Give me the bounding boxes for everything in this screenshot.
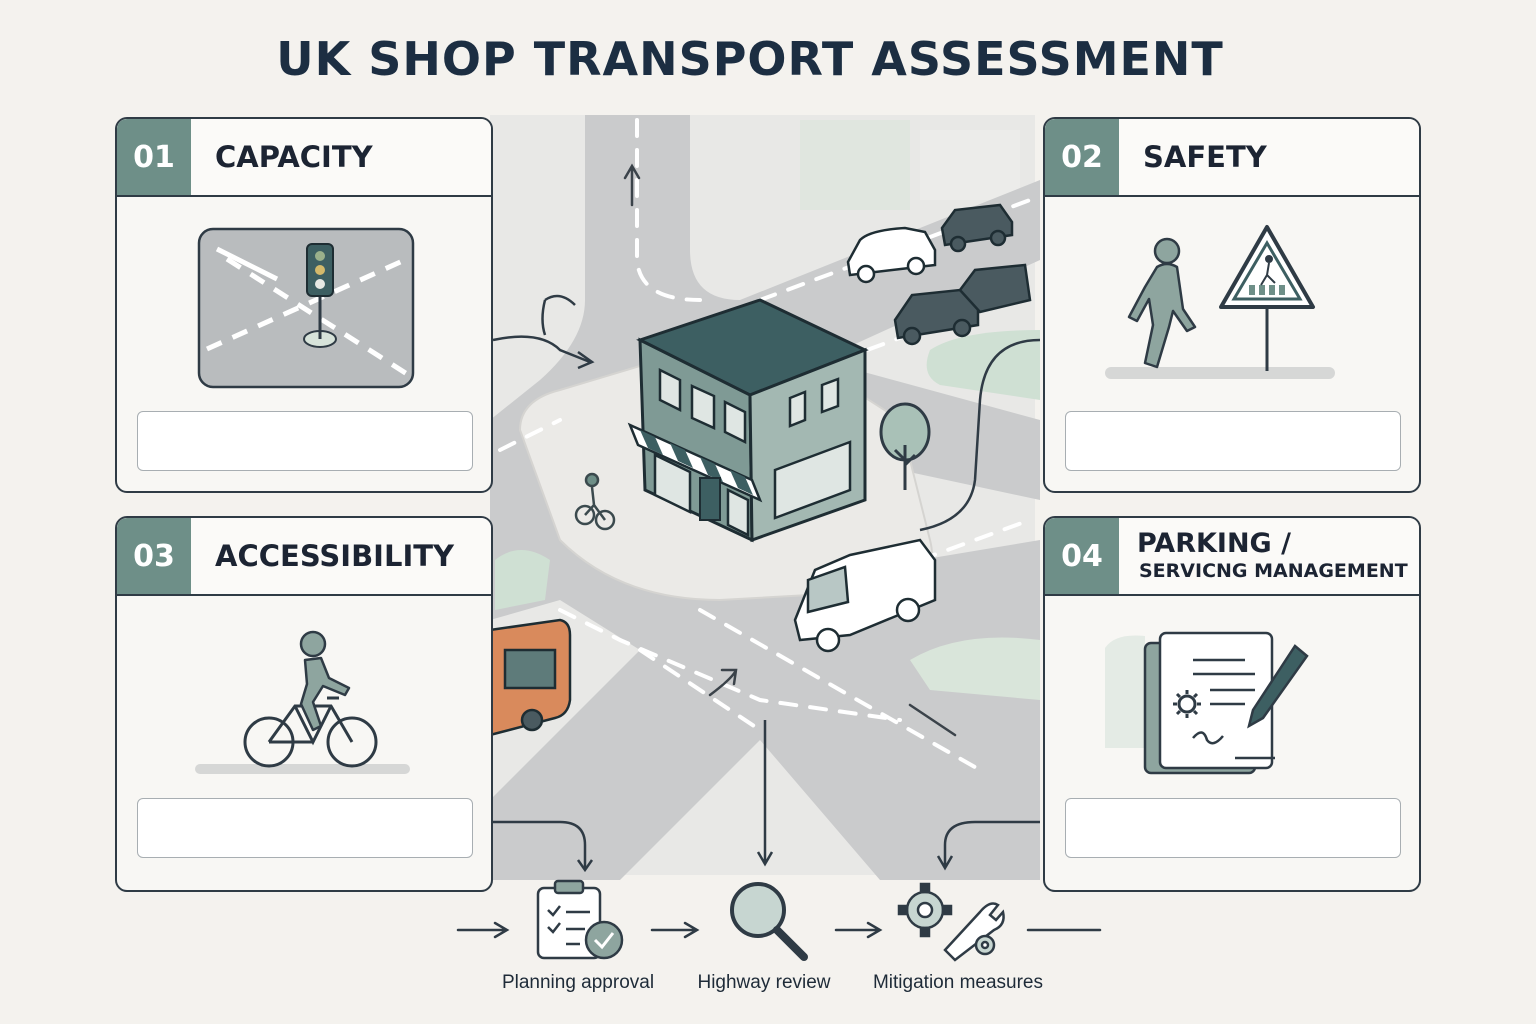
card-number: 03	[117, 518, 191, 594]
card-number: 01	[117, 119, 191, 195]
parking-notes-field[interactable]	[1065, 798, 1401, 858]
card-capacity: 01 CAPACITY	[115, 117, 493, 493]
page-title: UK SHOP TRANSPORT ASSESSMENT	[276, 32, 1224, 86]
cars-group	[488, 203, 1032, 737]
traffic-light-icon	[197, 227, 415, 389]
shop-building	[627, 298, 869, 543]
card-title-line1: PARKING /	[1137, 528, 1291, 559]
step-label-mitigation: Mitigation measures	[872, 972, 1044, 993]
card-title: PARKING / SERVICNG MANAGEMENT	[1119, 529, 1408, 583]
card-header: 03 ACCESSIBILITY	[117, 518, 491, 596]
card-title: ACCESSIBILITY	[215, 539, 455, 573]
card-header: 04 PARKING / SERVICNG MANAGEMENT	[1045, 518, 1419, 596]
tree-icon	[879, 402, 931, 490]
card-number: 02	[1045, 119, 1119, 195]
card-title: CAPACITY	[215, 140, 373, 174]
gear-small-icon	[1173, 690, 1201, 718]
step-label-planning: Planning approval	[501, 972, 655, 993]
card-title: SAFETY	[1143, 140, 1267, 174]
accessibility-notes-field[interactable]	[137, 798, 473, 858]
card-parking-servicing: 04 PARKING / SERVICNG MANAGEMENT	[1043, 516, 1421, 892]
card-title-line2: SERVICNG MANAGEMENT	[1139, 560, 1408, 582]
magnifier-icon	[730, 882, 808, 961]
step-label-highway: Highway review	[697, 972, 831, 993]
road-network	[488, 115, 1040, 880]
card-accessibility: 03 ACCESSIBILITY	[115, 516, 493, 892]
card-header: 02 SAFETY	[1045, 119, 1419, 197]
document-pen-icon	[1105, 631, 1309, 775]
card-header: 01 CAPACITY	[117, 119, 491, 197]
card-number: 04	[1045, 518, 1119, 594]
gear-wrench-icon	[897, 882, 1005, 962]
pedestrian-crossing-icon	[1105, 225, 1335, 379]
small-cyclist-icon	[574, 472, 616, 531]
capacity-notes-field[interactable]	[137, 411, 473, 471]
connectors	[492, 294, 1041, 873]
card-safety: 02 SAFETY	[1043, 117, 1421, 493]
cyclist-icon	[195, 630, 410, 774]
safety-notes-field[interactable]	[1065, 411, 1401, 471]
clipboard-check-icon	[536, 879, 624, 960]
